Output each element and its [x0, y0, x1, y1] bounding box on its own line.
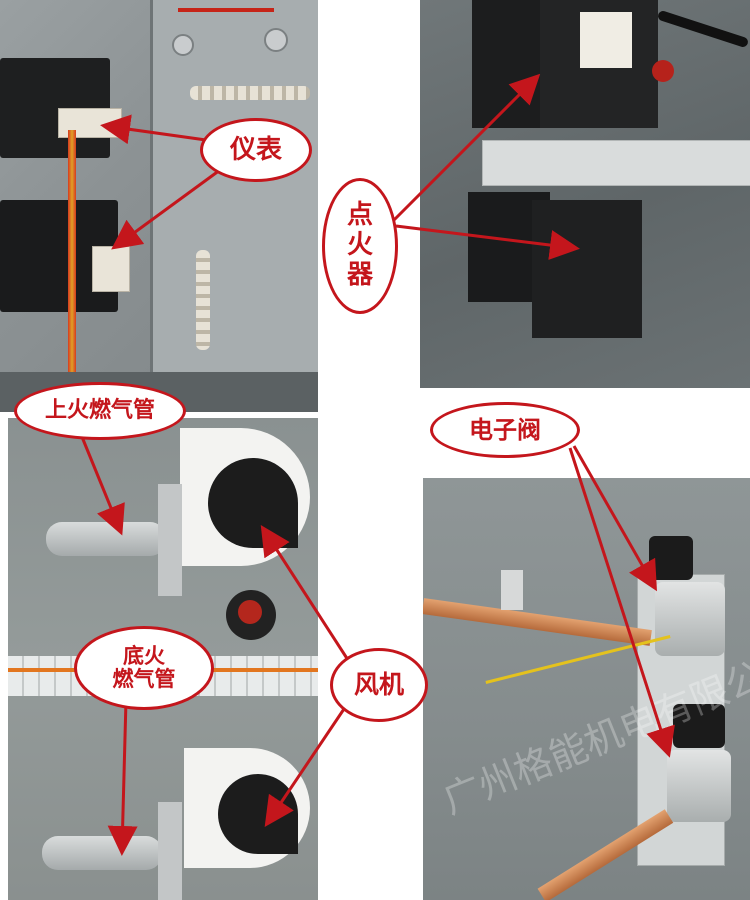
- damper-upper: [208, 458, 298, 548]
- terminal-block-lower: [92, 246, 130, 292]
- cable-tray: [482, 140, 750, 186]
- callout-bottom-gas-pipe-line1: 底火: [123, 643, 165, 668]
- lower-flange: [158, 802, 182, 900]
- callout-upper-gas-pipe-text: 上火燃气管: [44, 397, 155, 423]
- red-wire-top: [178, 8, 274, 12]
- ceramic-coil-top: [190, 86, 310, 100]
- damper-lower: [218, 774, 298, 854]
- callout-bottom-gas-pipe-line2: 燃气管: [112, 667, 176, 691]
- cabinet-door-frame: [150, 0, 318, 412]
- callout-upper-gas-pipe: 上火燃气管: [14, 382, 186, 440]
- igniter-box-bottom-right: [532, 200, 642, 338]
- callout-fan: 风机: [330, 648, 428, 722]
- fan-motor-cap: [238, 600, 262, 624]
- valve-coil-upper: [649, 536, 693, 580]
- callout-solenoid-valve-text: 电子阀: [469, 415, 541, 444]
- valve-body-lower: [667, 750, 731, 822]
- photo-meters: [0, 0, 318, 412]
- photo-igniters: [420, 0, 750, 388]
- callout-igniter-text: 点火器: [347, 200, 374, 290]
- callout-bottom-gas-pipe: 底火 燃气管: [74, 626, 214, 710]
- valve-body-upper: [655, 582, 725, 656]
- copper-pipe-upper: [423, 598, 652, 646]
- callout-fan-text: 风机: [353, 670, 404, 700]
- electrode-top-left: [172, 34, 194, 56]
- callout-solenoid-valve: 电子阀: [430, 402, 580, 458]
- bracket: [501, 570, 523, 610]
- callout-meter: 仪表: [200, 118, 312, 182]
- callout-meter-text: 仪表: [229, 134, 282, 165]
- upper-gas-pipe: [46, 522, 166, 556]
- valve-coil-lower: [673, 704, 725, 748]
- ceramic-coil-side: [196, 250, 210, 350]
- red-knob: [652, 60, 674, 82]
- callout-igniter: 点火器: [322, 178, 398, 314]
- sticker-label-top: [580, 12, 632, 68]
- electrode-top-right: [264, 28, 288, 52]
- upper-flange: [158, 484, 182, 596]
- bottom-gas-pipe: [42, 836, 162, 870]
- wire-bundle: [68, 130, 76, 380]
- cable-black: [656, 9, 750, 49]
